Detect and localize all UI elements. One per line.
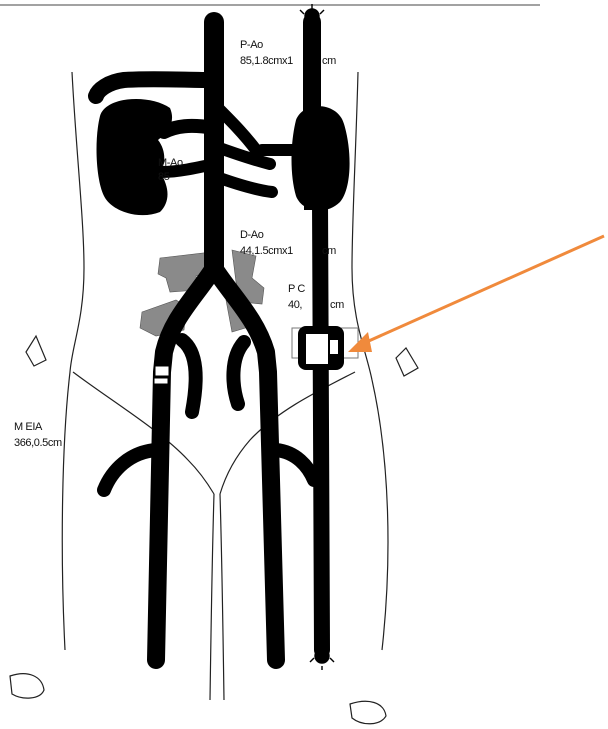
right-tube-vessel-lower	[320, 200, 322, 650]
label-p-c-measure: 40,	[288, 299, 302, 311]
label-d-ao: D-Ao	[240, 229, 264, 241]
label-p-c-measure-tail: cm	[330, 299, 344, 311]
tube-bottom-cap-spike-1	[310, 658, 314, 662]
inner-thigh-right-line	[220, 494, 224, 700]
label-p-ao-measure: 85,1.8cmx1	[240, 55, 293, 67]
right-iliac-femoral-artery	[214, 268, 276, 660]
tube-top-cap-spike-2	[320, 10, 324, 14]
marker-right-bottom	[350, 701, 386, 723]
label-p-ao: P-Ao	[240, 39, 263, 51]
left-stent-marker	[154, 366, 169, 384]
lesion-marker	[292, 326, 358, 370]
annotation-arrow	[348, 236, 604, 352]
marker-left-mid	[26, 336, 46, 366]
label-p-ao-measure-tail: cm	[322, 55, 336, 67]
label-m-eia-measure: 366,0.5cm	[14, 437, 62, 449]
right-tube-upper-segment	[304, 110, 322, 210]
right-circumflex-branch	[276, 450, 314, 480]
tube-bottom-cap-circle	[315, 649, 329, 663]
marker-right-mid	[396, 348, 418, 376]
lesion-white-band-small	[330, 340, 338, 354]
torso-right-contour	[352, 72, 388, 650]
label-p-c: P C	[288, 283, 305, 295]
tube-top-cap-spike-1	[300, 10, 304, 14]
celiac-branch	[96, 79, 214, 96]
left-renal-artery	[164, 126, 214, 132]
label-m-ao-measure: 85	[158, 171, 170, 183]
left-stent-band-2	[154, 378, 168, 384]
left-iliac-femoral-artery	[156, 268, 214, 660]
lesion-white-band	[306, 334, 328, 364]
label-d-ao-measure: 44,1.5cmx1	[240, 245, 293, 257]
torso-left-contour	[62, 72, 84, 650]
label-m-eia: M EIA	[14, 421, 43, 433]
left-stent-band-1	[155, 366, 169, 376]
label-m-ao: M-Ao	[158, 157, 183, 169]
left-internal-iliac-branch	[182, 340, 196, 412]
label-d-ao-measure-tail: cm	[322, 245, 336, 257]
left-circumflex-branch	[104, 450, 156, 490]
tube-bottom-cap-spike-2	[330, 658, 334, 662]
labels: P-Ao 85,1.8cmx1 cm M-Ao 85 D-Ao 44,1.5cm…	[14, 39, 344, 449]
inner-thigh-left-line	[210, 494, 214, 700]
skin-markers	[10, 336, 418, 724]
tube-top-cap-circle	[305, 9, 319, 23]
right-internal-iliac-branch	[233, 342, 244, 404]
marker-left-bottom	[10, 674, 44, 698]
tube-bottom-cap	[310, 649, 334, 670]
annotation-arrow-shaft	[362, 236, 604, 344]
